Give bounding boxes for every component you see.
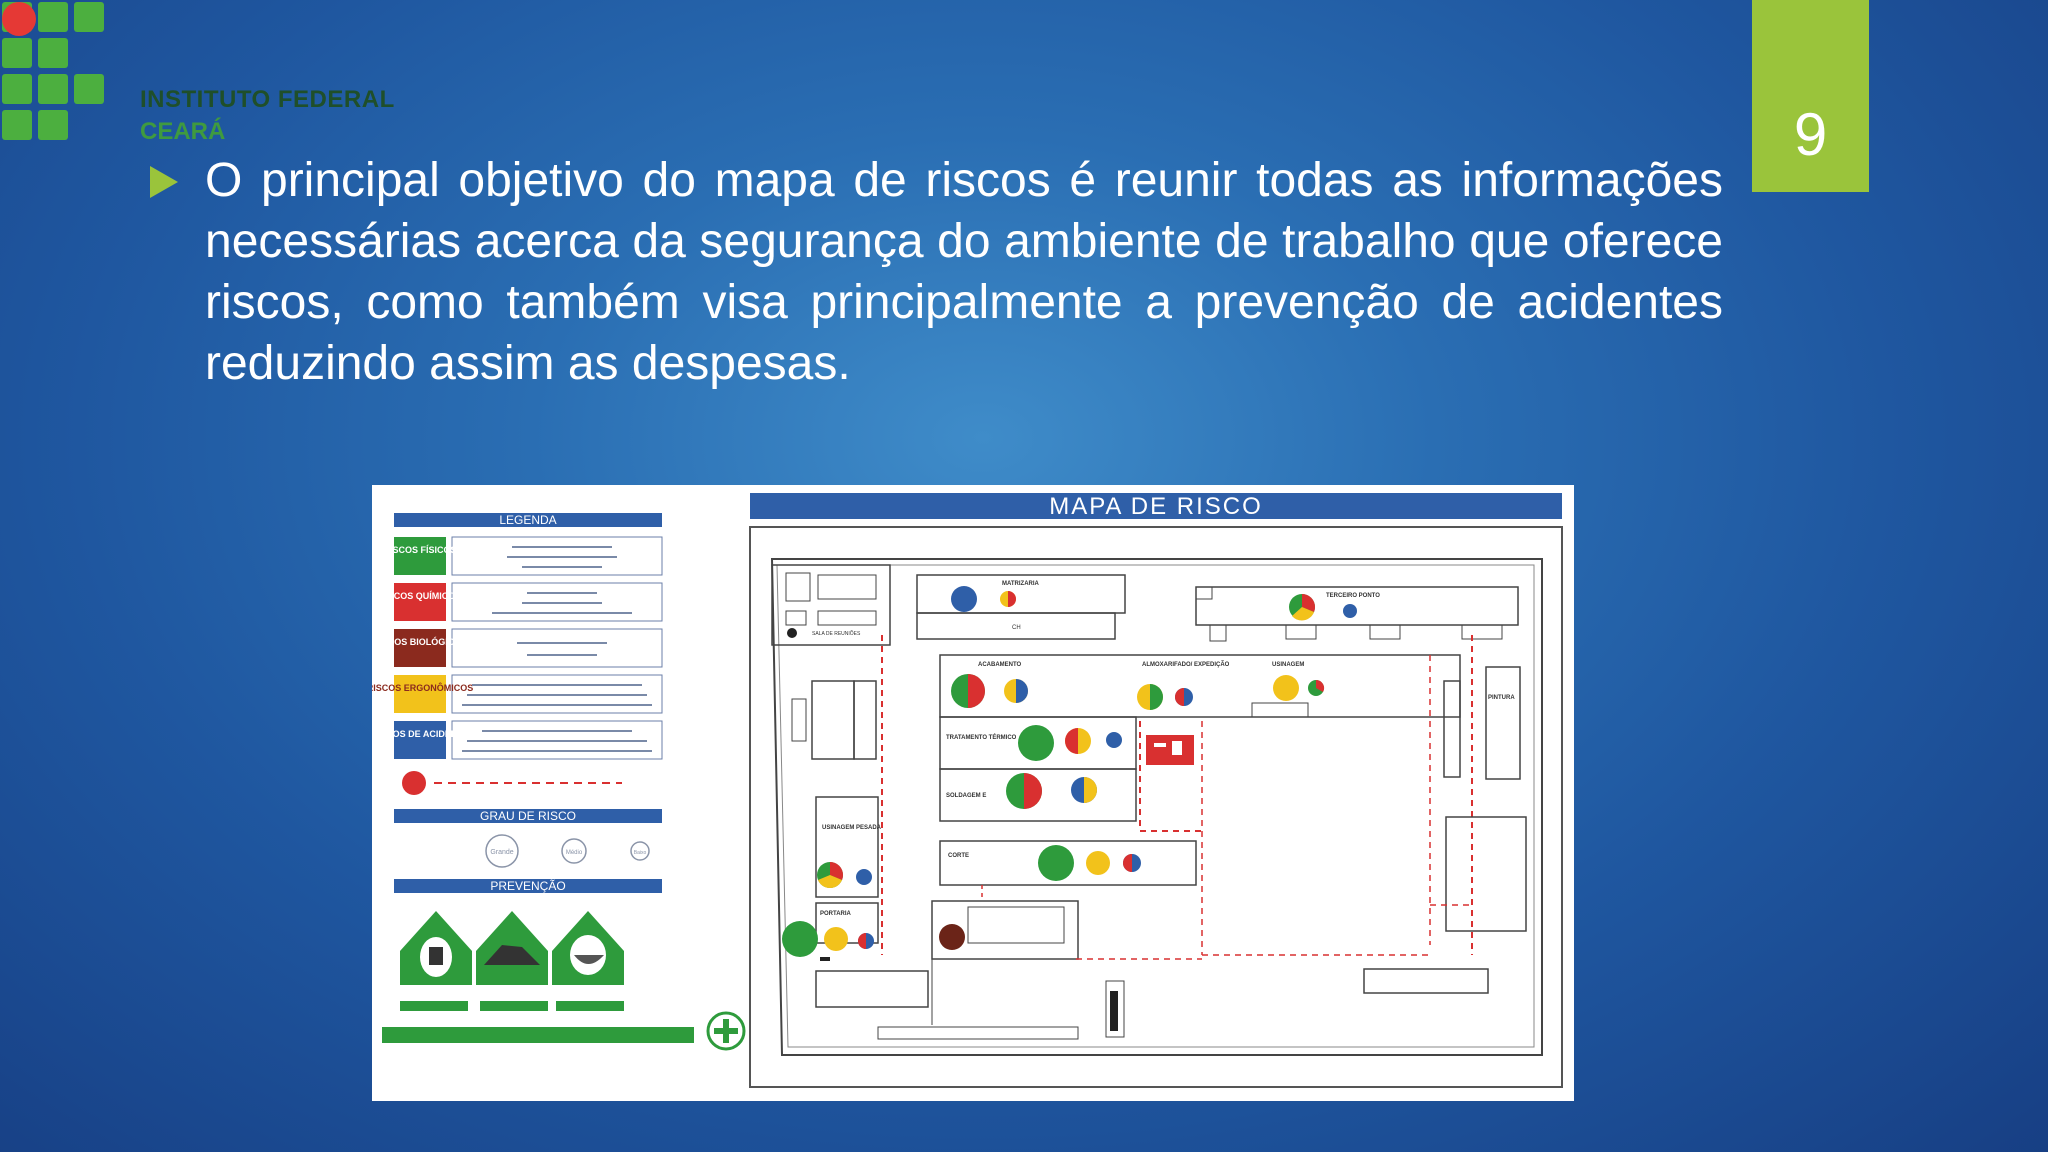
legend-label-fisicos: RISCOS FÍSICOS (383, 545, 456, 555)
logo-square (74, 2, 104, 32)
logo-text: INSTITUTO FEDERAL CEARÁ (140, 84, 395, 148)
legend-row-quimicos: RISCOS QUÍMICOS (379, 582, 663, 622)
legend-label-acidente: RISCOS DE ACIDENTE (372, 729, 469, 739)
office-block (771, 564, 891, 646)
grau-circle-small (630, 841, 650, 861)
logo-square (2, 74, 32, 104)
logo-square (2, 110, 32, 140)
bullet-paragraph: O principal objetivo do mapa de riscos é… (205, 154, 1723, 390)
logo-line2: CEARÁ (140, 118, 226, 145)
grau-header (394, 809, 662, 823)
prevencao-footer-bar (382, 1027, 694, 1043)
logo-square (38, 110, 68, 140)
map-title-bar (750, 493, 1562, 519)
prevencao-title: PREVENÇÃO (490, 879, 565, 893)
logo-red-dot (2, 2, 36, 36)
risk-map-svg: LEGENDA RISCOS FÍSICOS RISCOS QUÍMICOS R… (372, 493, 1563, 1088)
room-corte (939, 840, 1197, 886)
room-soldagem (939, 768, 1137, 822)
prevencao-header (394, 879, 662, 893)
grau-circle-large (485, 834, 519, 868)
room-pintura (1485, 666, 1521, 780)
legend-row-acidente: RISCOS DE ACIDENTE (372, 720, 663, 760)
exit-sign-icon (402, 771, 426, 795)
legend-label-quimicos: RISCOS QUÍMICOS (379, 591, 462, 601)
logo-square (74, 74, 104, 104)
room-lower-b (815, 970, 929, 1008)
fire-equipment-icon (1146, 735, 1194, 765)
logo-square (38, 38, 68, 68)
building-inner-outline (776, 564, 1535, 1048)
bullet-arrow-icon (150, 166, 178, 198)
room-label-usinagem-pesada: USINAGEM PESADA (822, 825, 882, 831)
logo-square (38, 74, 68, 104)
logo-square (38, 2, 68, 32)
grau-label-large: Grande (490, 849, 513, 856)
map-title: MAPA DE RISCO (1049, 493, 1263, 520)
risk-map-image: LEGENDA RISCOS FÍSICOS RISCOS QUÍMICOS R… (372, 485, 1574, 1101)
room-usinagem-pesada (815, 796, 879, 898)
room-label-usinagem: USINAGEM (1272, 662, 1304, 668)
sala-reunioes-label: SALA DE REUNIÕES (812, 630, 861, 637)
room-label-portaria: PORTARIA (820, 911, 852, 917)
room-label-almoxarifado: ALMOXARIFADO/ EXPEDIÇÃO (1142, 661, 1230, 668)
page-number-tab: 9 (1752, 0, 1869, 192)
legend-header (394, 513, 662, 527)
grau-title: GRAU DE RISCO (480, 809, 576, 823)
grau-label-small: Baixo (634, 850, 647, 856)
room-lower-a (931, 900, 1079, 960)
room-terceiro-ponto (1195, 586, 1519, 626)
logo-line1: INSTITUTO FEDERAL (140, 86, 395, 113)
room-label-matrizaria: MATRIZARIA (1002, 581, 1040, 587)
legend-row-ergonomicos: RISCOS ERGONÔMICOS (372, 674, 663, 714)
room-label-tratamento: TRATAMENTO TÉRMICO (946, 733, 1017, 741)
grau-label-medium: Médio (566, 850, 583, 856)
room-label-corte: CORTE (948, 853, 969, 859)
institute-logo (0, 0, 120, 145)
ppe-face-mask-icon (552, 911, 624, 1011)
legend-label-biologicos: RISCOS BIOLÓGICOS (373, 636, 468, 647)
legend-row-biologicos: RISCOS BIOLÓGICOS (373, 628, 663, 668)
page-number: 9 (1793, 101, 1828, 168)
room-label-pintura: PINTURA (1488, 695, 1515, 701)
legend-title: LEGENDA (499, 513, 556, 527)
logo-square (2, 38, 32, 68)
grau-circle-medium (561, 838, 587, 864)
legend-row-fisicos: RISCOS FÍSICOS (383, 536, 663, 576)
legend-label-ergonomicos: RISCOS ERGONÔMICOS (372, 682, 473, 693)
room-substation (1445, 816, 1527, 932)
room-label-soldagem: SOLDAGEM E (946, 793, 986, 799)
room-label-acabamento: ACABAMENTO (978, 662, 1022, 668)
room-label-ch: CH (1012, 625, 1021, 631)
ppe-safety-boot-icon (476, 911, 548, 1011)
ppe-ear-protection-icon (400, 911, 472, 1011)
building-outline (770, 558, 1543, 1056)
room-label-terceiro-ponto: TERCEIRO PONTO (1326, 593, 1380, 599)
